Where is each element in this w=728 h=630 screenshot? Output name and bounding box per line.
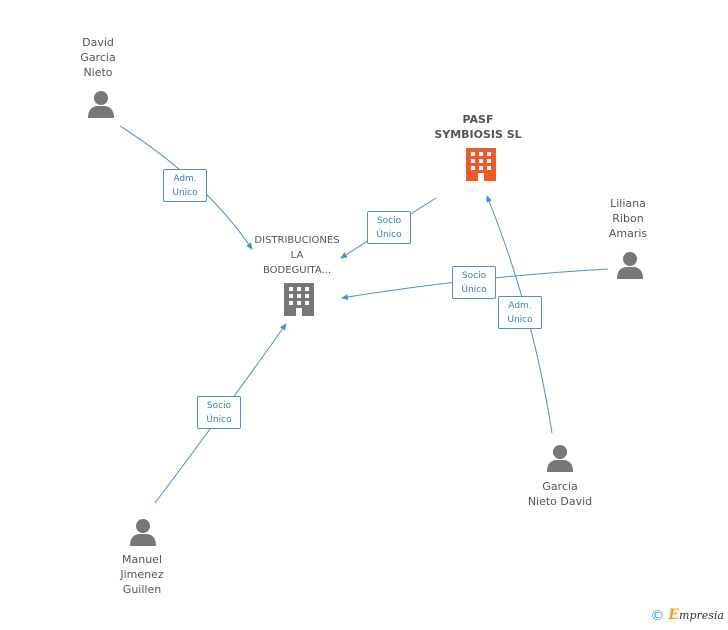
node-label-distribuciones[interactable]: DISTRIBUCIONES LA BODEGUITA... bbox=[240, 233, 354, 278]
role-line: Unico bbox=[172, 188, 198, 198]
brand-logo-initial: E bbox=[668, 607, 680, 623]
brand-footer[interactable]: ©Empresia bbox=[650, 607, 724, 624]
building-icon[interactable] bbox=[466, 148, 496, 181]
node-label-manuel[interactable]: Manuel Jimenez Guillen bbox=[104, 552, 180, 597]
role-box-adm-unico[interactable]: Adm. Unico bbox=[498, 296, 542, 329]
person-icon[interactable] bbox=[547, 445, 573, 472]
person-icon[interactable] bbox=[130, 519, 156, 546]
node-label-liliana[interactable]: Liliana Ribon Amaris bbox=[590, 196, 666, 241]
person-icon[interactable] bbox=[617, 252, 643, 279]
role-line: Socio bbox=[206, 401, 232, 411]
node-name-line: LA bbox=[290, 250, 304, 261]
node-label-pasf[interactable]: PASF SYMBIOSIS SL bbox=[418, 112, 538, 142]
role-line: Único bbox=[376, 230, 402, 240]
node-name-line: Garcia bbox=[542, 480, 578, 493]
node-name-line: SYMBIOSIS SL bbox=[434, 128, 522, 141]
node-name-line: Guillen bbox=[122, 583, 162, 596]
node-name-line: Nieto David bbox=[527, 495, 593, 508]
node-label-garcia[interactable]: Garcia Nieto David bbox=[510, 479, 610, 509]
node-name-line: PASF bbox=[462, 113, 494, 126]
node-name-line: BODEGUITA... bbox=[262, 265, 332, 276]
role-line: Único bbox=[206, 415, 232, 425]
node-name-line: Amaris bbox=[608, 227, 648, 240]
node-name-line: Manuel bbox=[122, 553, 162, 566]
role-line: Unico bbox=[507, 315, 533, 325]
person-icon[interactable] bbox=[88, 91, 114, 118]
node-name-line: David bbox=[82, 36, 114, 49]
role-line: Socio bbox=[461, 271, 487, 281]
role-line: Socio bbox=[376, 216, 402, 226]
role-line: Adm. bbox=[173, 174, 197, 184]
copyright-icon: © bbox=[650, 608, 665, 624]
brand-logo-text: mpresia bbox=[679, 609, 724, 622]
node-label-david[interactable]: David Garcia Nieto bbox=[60, 35, 136, 80]
node-name-line: Ribon bbox=[612, 212, 644, 225]
role-line: Único bbox=[461, 285, 487, 295]
role-box-socio-unico[interactable]: Socio Único bbox=[367, 211, 411, 244]
building-icon[interactable] bbox=[284, 283, 314, 316]
node-name-line: Garcia bbox=[80, 51, 116, 64]
role-box-adm-unico[interactable]: Adm. Unico bbox=[163, 169, 207, 202]
role-line: Adm. bbox=[508, 301, 532, 311]
node-name-line: Jimenez bbox=[120, 568, 164, 581]
role-box-socio-unico[interactable]: Socio Único bbox=[452, 266, 496, 299]
node-name-line: DISTRIBUCIONES bbox=[254, 235, 340, 246]
node-name-line: Liliana bbox=[610, 197, 646, 210]
node-name-line: Nieto bbox=[83, 66, 113, 79]
role-box-socio-unico[interactable]: Socio Único bbox=[197, 396, 241, 429]
